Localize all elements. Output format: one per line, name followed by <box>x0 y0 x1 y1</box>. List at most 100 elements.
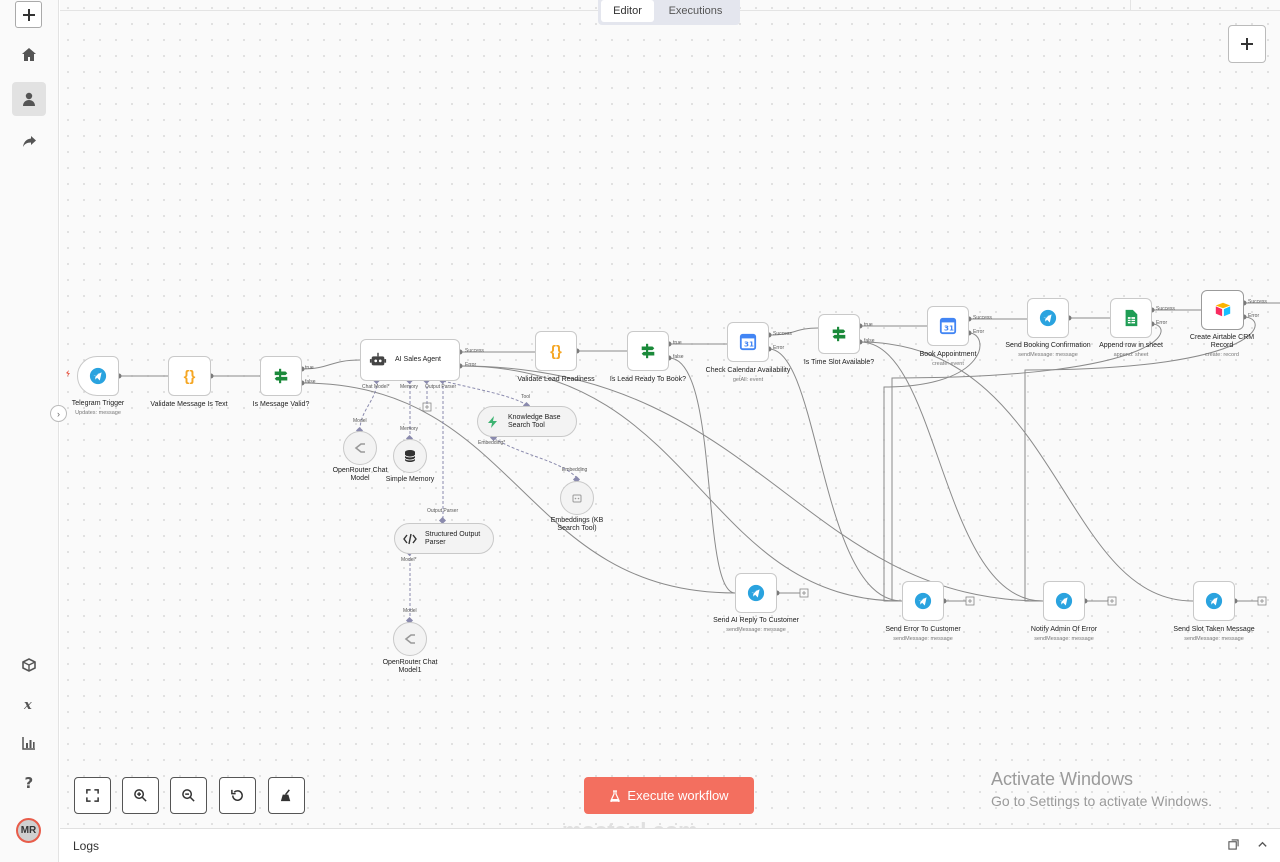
book-error: Error <box>973 329 985 335</box>
activate-windows-sub: Go to Settings to activate Windows. <box>991 793 1212 809</box>
code-icon: {} <box>183 367 196 385</box>
fullscreen-icon <box>86 789 99 802</box>
avatar[interactable]: MR <box>16 818 41 843</box>
notify-admin-node[interactable] <box>1043 581 1085 621</box>
help-icon[interactable]: ? <box>12 765 46 799</box>
slot-available-label: Is Time Slot Available? <box>803 359 875 366</box>
add-icon[interactable] <box>15 1 42 28</box>
svg-text:31: 31 <box>744 340 754 349</box>
airtable-node[interactable] <box>1201 290 1244 330</box>
robot-icon <box>369 352 387 366</box>
switch-icon <box>274 368 288 384</box>
zoom-out-icon <box>182 789 195 802</box>
send-booking-node[interactable] <box>1027 298 1069 338</box>
code-icon: {} <box>550 342 562 360</box>
is-valid-node[interactable] <box>260 356 302 396</box>
execute-workflow-button[interactable]: Execute workflow <box>584 777 754 814</box>
send-ai-reply-node[interactable] <box>735 573 777 613</box>
share-icon[interactable] <box>12 124 46 158</box>
slot-taken-label: Send Slot Taken Message <box>1173 626 1255 633</box>
telegram-icon <box>1039 309 1057 327</box>
slot-available-node[interactable] <box>818 314 860 354</box>
airtable-icon <box>1215 302 1230 317</box>
validate-text-node[interactable]: {} <box>168 356 211 396</box>
activate-windows-watermark: Activate Windows Go to Settings to activ… <box>991 769 1212 809</box>
telegram-icon <box>89 367 107 385</box>
sheet-success: Success <box>1156 306 1175 312</box>
variables-icon[interactable]: x <box>12 687 46 721</box>
memory-label: Simple Memory <box>385 476 435 483</box>
memory-node[interactable] <box>393 439 427 473</box>
openrouter-icon <box>404 634 415 644</box>
slot-false: false <box>864 338 875 344</box>
home-icon[interactable] <box>12 38 46 72</box>
parser-node[interactable]: Structured Output Parser <box>394 523 494 554</box>
templates-icon[interactable] <box>12 648 46 682</box>
airtable-success: Success <box>1248 299 1267 305</box>
send-error-sub: sendMessage: message <box>893 636 953 642</box>
send-booking-sub: sendMessage: message <box>1018 352 1078 358</box>
ai-agent-chat-port: Chat Model* <box>362 384 390 390</box>
popout-icon[interactable] <box>1228 839 1239 850</box>
zoom-out-button[interactable] <box>170 777 207 814</box>
telegram-icon <box>1205 592 1223 610</box>
tab-editor[interactable]: Editor <box>601 0 654 22</box>
book-appointment-node[interactable]: 31 <box>927 306 969 346</box>
chevron-up-icon[interactable] <box>1257 839 1268 850</box>
book-appointment-label: Book Appointment <box>919 351 977 358</box>
send-ai-reply-sub: sendMessage: message <box>726 627 786 633</box>
svg-text:31: 31 <box>944 324 954 333</box>
editor-tabs: Editor Executions <box>598 0 740 25</box>
embeddings-port: Embedding <box>562 467 588 473</box>
add-node-button[interactable] <box>1228 25 1266 63</box>
reset-zoom-button[interactable] <box>219 777 256 814</box>
memory-port: Memory <box>400 426 419 432</box>
tidy-up-button[interactable] <box>268 777 305 814</box>
airtable-sub: create: record <box>1205 352 1239 358</box>
workflow-canvas[interactable] <box>60 0 1280 828</box>
openrouter1-node[interactable] <box>343 431 377 465</box>
check-calendar-node[interactable]: 31 <box>727 322 769 362</box>
embeddings-icon <box>572 494 582 503</box>
ai-agent-label: AI Sales Agent <box>395 356 441 363</box>
insights-icon[interactable] <box>12 726 46 760</box>
embeddings-node[interactable] <box>560 481 594 515</box>
telegram-icon <box>747 584 765 602</box>
zoom-in-button[interactable] <box>122 777 159 814</box>
check-calendar-label: Check Calendar Availability <box>705 367 791 374</box>
telegram-trigger-sub: Updates: message <box>75 410 121 416</box>
openrouter1-label: OpenRouter Chat Model <box>332 467 388 482</box>
slot-taken-node[interactable] <box>1193 581 1235 621</box>
check-calendar-sub: getAll: event <box>732 377 764 383</box>
logs-panel[interactable]: Logs <box>60 828 1280 862</box>
telegram-icon <box>1055 592 1073 610</box>
slot-taken-sub: sendMessage: message <box>1184 636 1244 642</box>
embeddings-label: Embeddings (KB Search Tool) <box>550 517 604 532</box>
ai-agent-success: Success <box>465 348 484 354</box>
broom-icon <box>280 789 291 802</box>
plus-icon <box>1241 38 1253 50</box>
chevron-right-icon[interactable]: › <box>50 405 67 422</box>
ready-to-book-node[interactable] <box>627 331 669 371</box>
check-calendar-error: Error <box>773 345 785 351</box>
ready-true: true <box>673 340 682 346</box>
openrouter2-node[interactable] <box>393 622 427 656</box>
is-valid-label: Is Message Valid? <box>252 401 310 408</box>
send-error-node[interactable] <box>902 581 944 621</box>
code-brackets-icon <box>403 533 417 544</box>
kb-tool-node[interactable]: Knowledge Base Search Tool <box>477 406 577 437</box>
execute-workflow-label: Execute workflow <box>627 788 729 803</box>
flask-icon <box>610 789 621 802</box>
validate-lead-node[interactable]: {} <box>535 331 577 371</box>
book-success: Success <box>973 315 992 321</box>
ai-agent-node[interactable]: AI Sales Agent <box>360 339 460 381</box>
ready-to-book-label: Is Lead Ready To Book? <box>609 376 687 383</box>
book-appointment-sub: create: event <box>932 361 964 367</box>
openrouter-icon <box>354 443 365 453</box>
user-icon[interactable] <box>12 82 46 116</box>
kb-tool-label: Knowledge Base Search Tool <box>508 413 561 429</box>
append-sheet-node[interactable] <box>1110 298 1152 338</box>
fit-view-button[interactable] <box>74 777 111 814</box>
telegram-trigger-node[interactable] <box>77 356 119 396</box>
tab-executions[interactable]: Executions <box>668 5 723 17</box>
